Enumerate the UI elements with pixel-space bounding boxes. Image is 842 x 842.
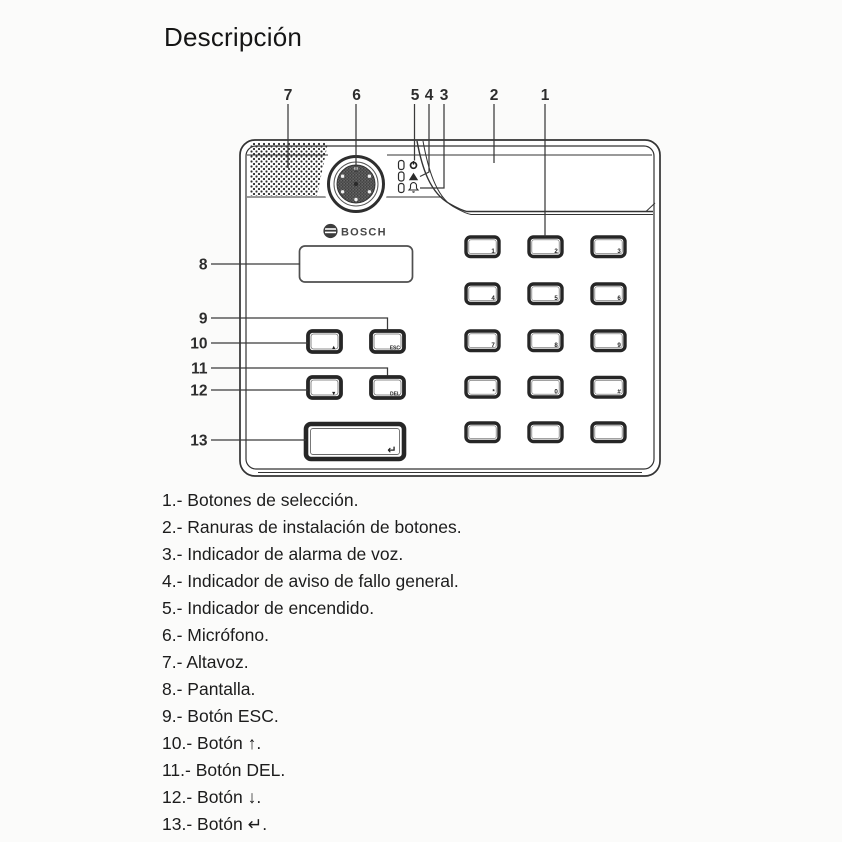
legend-item: 6.- Micrófono. bbox=[162, 625, 269, 645]
bosch-logo-icon bbox=[323, 223, 338, 239]
del-button-label: DEL bbox=[390, 392, 400, 398]
fault-warning-icon bbox=[408, 172, 419, 181]
callout-label-4: 4 bbox=[425, 87, 434, 104]
device-face-plate bbox=[245, 145, 655, 470]
speaker-grille bbox=[250, 142, 328, 196]
legend-item: 1.- Botones de selección. bbox=[162, 490, 359, 510]
keypad-button: 8 bbox=[527, 329, 564, 353]
callout-label-7: 7 bbox=[284, 87, 293, 104]
keypad-button: 2 bbox=[527, 235, 564, 259]
down-button: ▼ bbox=[306, 375, 343, 400]
callout-label-11: 11 bbox=[191, 361, 208, 378]
keypad-button: # bbox=[590, 375, 627, 399]
svg-text:1: 1 bbox=[491, 248, 495, 255]
fault-led bbox=[397, 171, 405, 182]
keypad-button: 5 bbox=[527, 282, 564, 306]
callout-labels: 7 6 5 4 3 2 1 8 9 10 11 12 13 bbox=[190, 87, 549, 450]
esc-button-label: ESC bbox=[390, 346, 401, 352]
legend-item: 10.- Botón ↑. bbox=[162, 733, 262, 753]
del-button: DEL bbox=[369, 375, 406, 400]
legend-item: 2.- Ranuras de instalación de botones. bbox=[162, 517, 462, 537]
svg-text:7: 7 bbox=[491, 342, 495, 349]
brand-text: BOSCH bbox=[341, 227, 387, 239]
legend-item: 4.- Indicador de aviso de fallo general. bbox=[162, 571, 459, 591]
callout-label-10: 10 bbox=[190, 336, 207, 353]
device-diagram: BOSCH ▲ ESC ▼ DEL ↵ 1 2 bbox=[190, 87, 661, 477]
svg-text:0: 0 bbox=[554, 389, 558, 396]
power-icon bbox=[409, 161, 418, 170]
svg-text:9: 9 bbox=[617, 342, 621, 349]
callout-line-11 bbox=[211, 367, 389, 376]
keypad-button: 7 bbox=[464, 329, 501, 353]
legend-item: 13.- Botón ↵. bbox=[162, 814, 268, 834]
callout-label-3: 3 bbox=[440, 87, 449, 104]
svg-text:*: * bbox=[492, 389, 495, 396]
selection-keypad: 1 2 3 4 5 6 7 bbox=[464, 235, 627, 444]
keypad-button bbox=[527, 421, 564, 444]
up-button: ▲ bbox=[306, 329, 343, 354]
legend-item: 8.- Pantalla. bbox=[162, 679, 256, 699]
keypad-button: 0 bbox=[527, 375, 564, 399]
svg-text:6: 6 bbox=[617, 295, 621, 302]
svg-text:4: 4 bbox=[491, 295, 495, 302]
callout-label-8: 8 bbox=[199, 257, 208, 274]
esc-button: ESC bbox=[369, 329, 406, 354]
legend-list: 1.- Botones de selección. 2.- Ranuras de… bbox=[162, 487, 462, 838]
power-led bbox=[397, 159, 405, 171]
keypad-button: 1 bbox=[464, 235, 501, 259]
svg-text:8: 8 bbox=[554, 342, 558, 349]
svg-text:#: # bbox=[617, 389, 621, 396]
svg-text:5: 5 bbox=[554, 295, 558, 302]
legend-item: 5.- Indicador de encendido. bbox=[162, 598, 375, 618]
callout-label-9: 9 bbox=[199, 311, 208, 328]
microphone bbox=[323, 151, 389, 217]
svg-text:3: 3 bbox=[617, 248, 621, 255]
indicator-cluster bbox=[397, 159, 420, 194]
svg-text:2: 2 bbox=[554, 248, 558, 255]
legend-item: 9.- Botón ESC. bbox=[162, 706, 279, 726]
voice-alarm-bell-icon bbox=[407, 182, 420, 193]
legend-item: 11.- Botón DEL. bbox=[162, 760, 286, 780]
legend-item: 3.- Indicador de alarma de voz. bbox=[162, 544, 404, 564]
display-screen bbox=[298, 245, 414, 283]
keypad-button bbox=[464, 421, 501, 444]
enter-button-glyph: ↵ bbox=[387, 445, 396, 457]
callout-line-4 bbox=[419, 104, 430, 178]
bosch-logo: BOSCH bbox=[323, 223, 387, 239]
legend-item: 12.- Botón ↓. bbox=[162, 787, 262, 807]
callout-label-1: 1 bbox=[541, 87, 550, 104]
device-figure-svg: BOSCH ▲ ESC ▼ DEL ↵ 1 2 bbox=[190, 87, 661, 477]
voice-alarm-led bbox=[397, 182, 405, 194]
keypad-button: * bbox=[464, 375, 501, 399]
legend-item: 7.- Altavoz. bbox=[162, 652, 249, 672]
callout-label-5: 5 bbox=[411, 87, 420, 104]
keypad-button: 6 bbox=[590, 282, 627, 306]
keypad-button: 3 bbox=[590, 235, 627, 259]
callout-lines bbox=[211, 104, 546, 441]
panel-corner-notch bbox=[645, 202, 656, 212]
down-button-glyph: ▼ bbox=[331, 391, 336, 397]
callout-label-12: 12 bbox=[190, 383, 207, 400]
callout-line-9 bbox=[211, 317, 389, 330]
keypad-button: 4 bbox=[464, 282, 501, 306]
callout-line-3 bbox=[420, 104, 445, 189]
up-button-glyph: ▲ bbox=[331, 345, 336, 351]
keypad-button bbox=[590, 421, 627, 444]
page-title: Descripción bbox=[164, 22, 303, 52]
callout-label-6: 6 bbox=[352, 87, 361, 104]
mic-center-dot bbox=[353, 181, 359, 187]
keypad-button: 9 bbox=[590, 329, 627, 353]
callout-label-13: 13 bbox=[190, 433, 208, 450]
callout-label-2: 2 bbox=[490, 87, 499, 104]
enter-button: ↵ bbox=[303, 421, 407, 462]
